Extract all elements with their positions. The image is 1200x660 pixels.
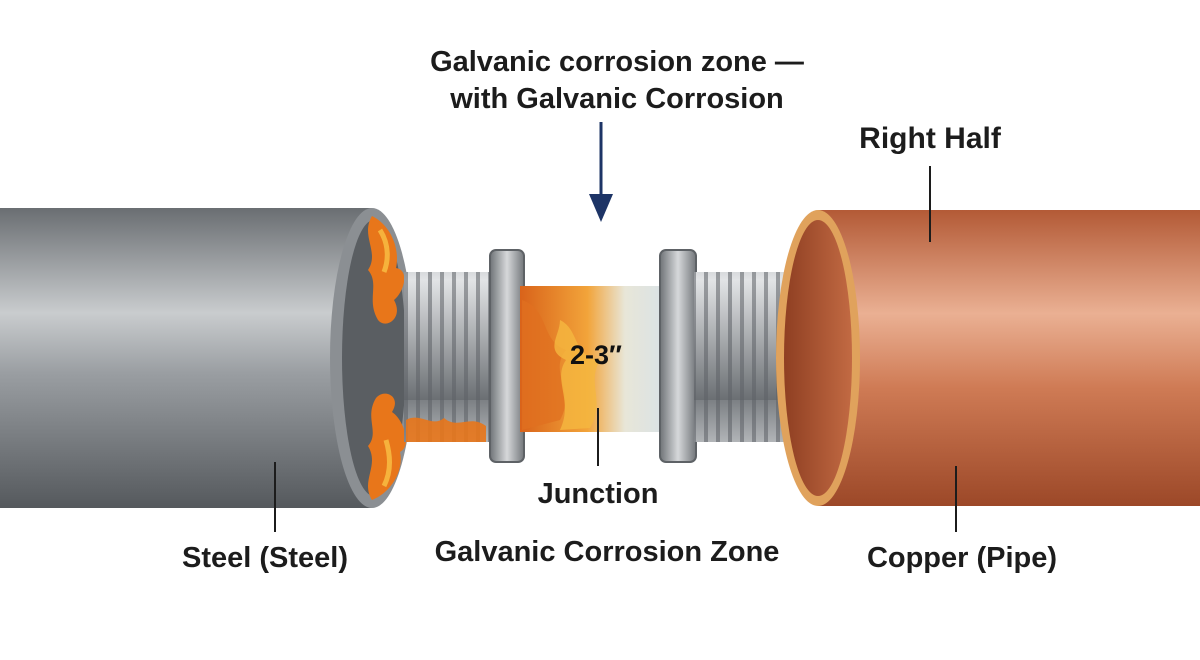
steel-rust-deposit [368, 216, 406, 500]
steel-pipe [0, 208, 414, 508]
copper-label: Copper (Pipe) [866, 542, 1058, 574]
left-threaded-fitting [404, 249, 525, 463]
measurement-label: 2-3″ [570, 340, 622, 370]
down-arrow-icon [589, 122, 613, 222]
copper-pipe [776, 210, 1200, 506]
junction-label: Junction [537, 478, 659, 510]
steel-label: Steel (Steel) [182, 542, 348, 574]
title-line-1: Galvanic corrosion zone — [430, 46, 804, 78]
title-line-2: with Galvanic Corrosion [450, 83, 784, 115]
corrosion-zone-title: Galvanic corrosion zone — with Galvanic … [430, 44, 804, 118]
right-threaded-fitting [659, 249, 786, 463]
right-half-label: Right Half [859, 122, 1001, 155]
corrosion-zone-label: Galvanic Corrosion Zone [434, 536, 780, 568]
junction-zone [520, 286, 670, 432]
